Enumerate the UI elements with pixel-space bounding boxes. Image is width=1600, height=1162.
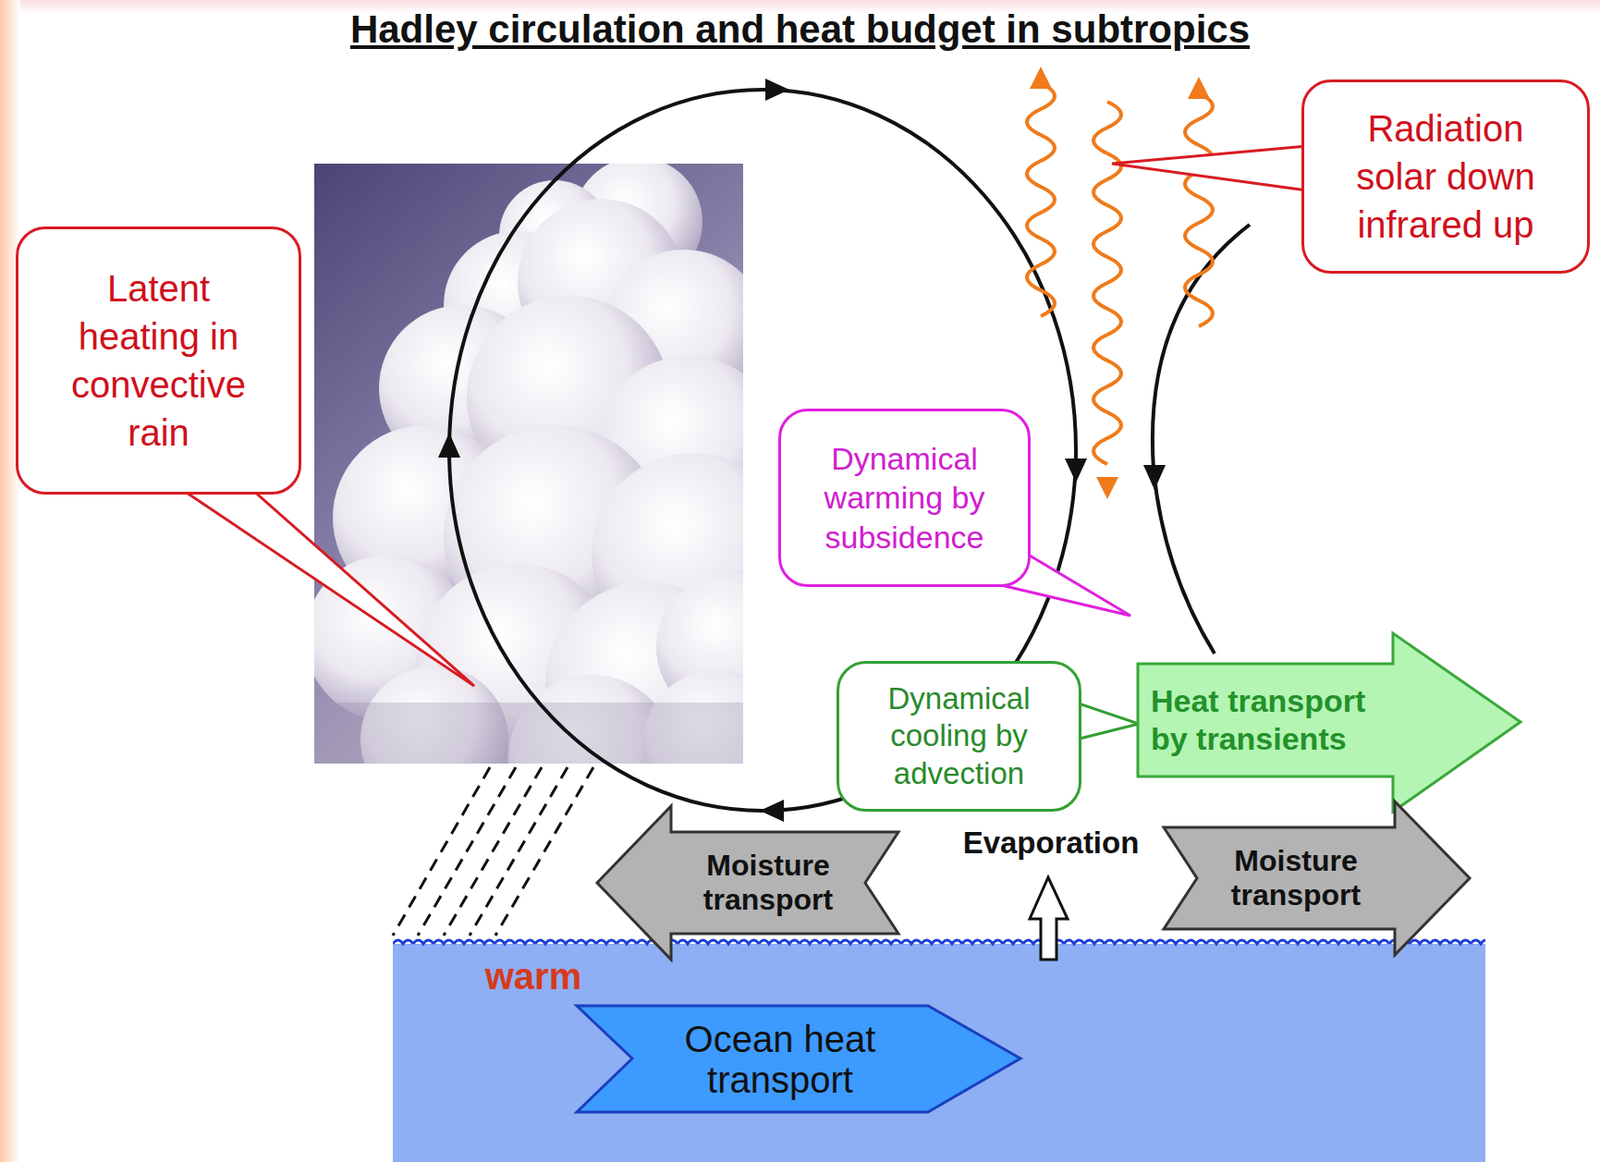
page-border <box>0 0 21 1162</box>
circulation-loop <box>449 89 1076 811</box>
node-text: Ocean heat transport <box>655 1018 905 1100</box>
node-text: Moisture transport <box>1201 843 1392 913</box>
arrow-shape: Heat transport by transients <box>1137 633 1521 812</box>
node-text: Latent heating in convective rain <box>49 264 269 457</box>
callout-box: Dynamical cooling by advection <box>836 660 1082 812</box>
callout-tail <box>1111 146 1307 191</box>
annotation-label: warm <box>485 955 583 998</box>
arrowhead <box>438 432 461 458</box>
callout-box: Latent heating in convective rain <box>15 226 302 495</box>
arrow-shape: Moisture transport <box>1163 801 1470 955</box>
arrowhead <box>1064 458 1088 483</box>
cloud-photo <box>314 163 744 764</box>
callout-tail <box>1075 702 1139 740</box>
radiation-waves <box>1026 83 1213 465</box>
arrowhead <box>1029 66 1052 89</box>
evaporation-arrow <box>1029 877 1068 960</box>
descent-branch <box>1152 224 1250 654</box>
arrow-shape: Ocean heat transport <box>576 1005 1021 1112</box>
arrow-fill <box>1163 801 1470 955</box>
arrowhead <box>765 78 790 101</box>
rain-streaks <box>392 767 594 936</box>
callout-tail <box>181 488 475 686</box>
arrowhead <box>759 799 784 822</box>
callout-box: Dynamical warming by subsidence <box>778 408 1031 587</box>
annotation-label: Evaporation <box>963 825 1140 861</box>
node-text: Dynamical warming by subsidence <box>812 439 998 558</box>
node-text: Radiation solar down infrared up <box>1336 104 1555 249</box>
node-text: Moisture transport <box>675 848 861 917</box>
diagram-title: Hadley circulation and heat budget in su… <box>0 7 1600 52</box>
arrowhead <box>1143 464 1166 490</box>
ocean-surface <box>392 933 1486 953</box>
arrowhead <box>1187 76 1210 99</box>
callout-box: Radiation solar down infrared up <box>1301 79 1590 274</box>
arrow-fill <box>1137 633 1521 812</box>
arrowhead <box>1096 476 1119 500</box>
arrow-fill <box>576 1005 1021 1112</box>
arrow-shape: Moisture transport <box>597 806 899 960</box>
node-text: Dynamical cooling by advection <box>873 680 1045 793</box>
arrow-fill <box>597 806 899 960</box>
node-text: Heat transport by transients <box>1150 682 1393 758</box>
ocean <box>392 943 1486 1162</box>
